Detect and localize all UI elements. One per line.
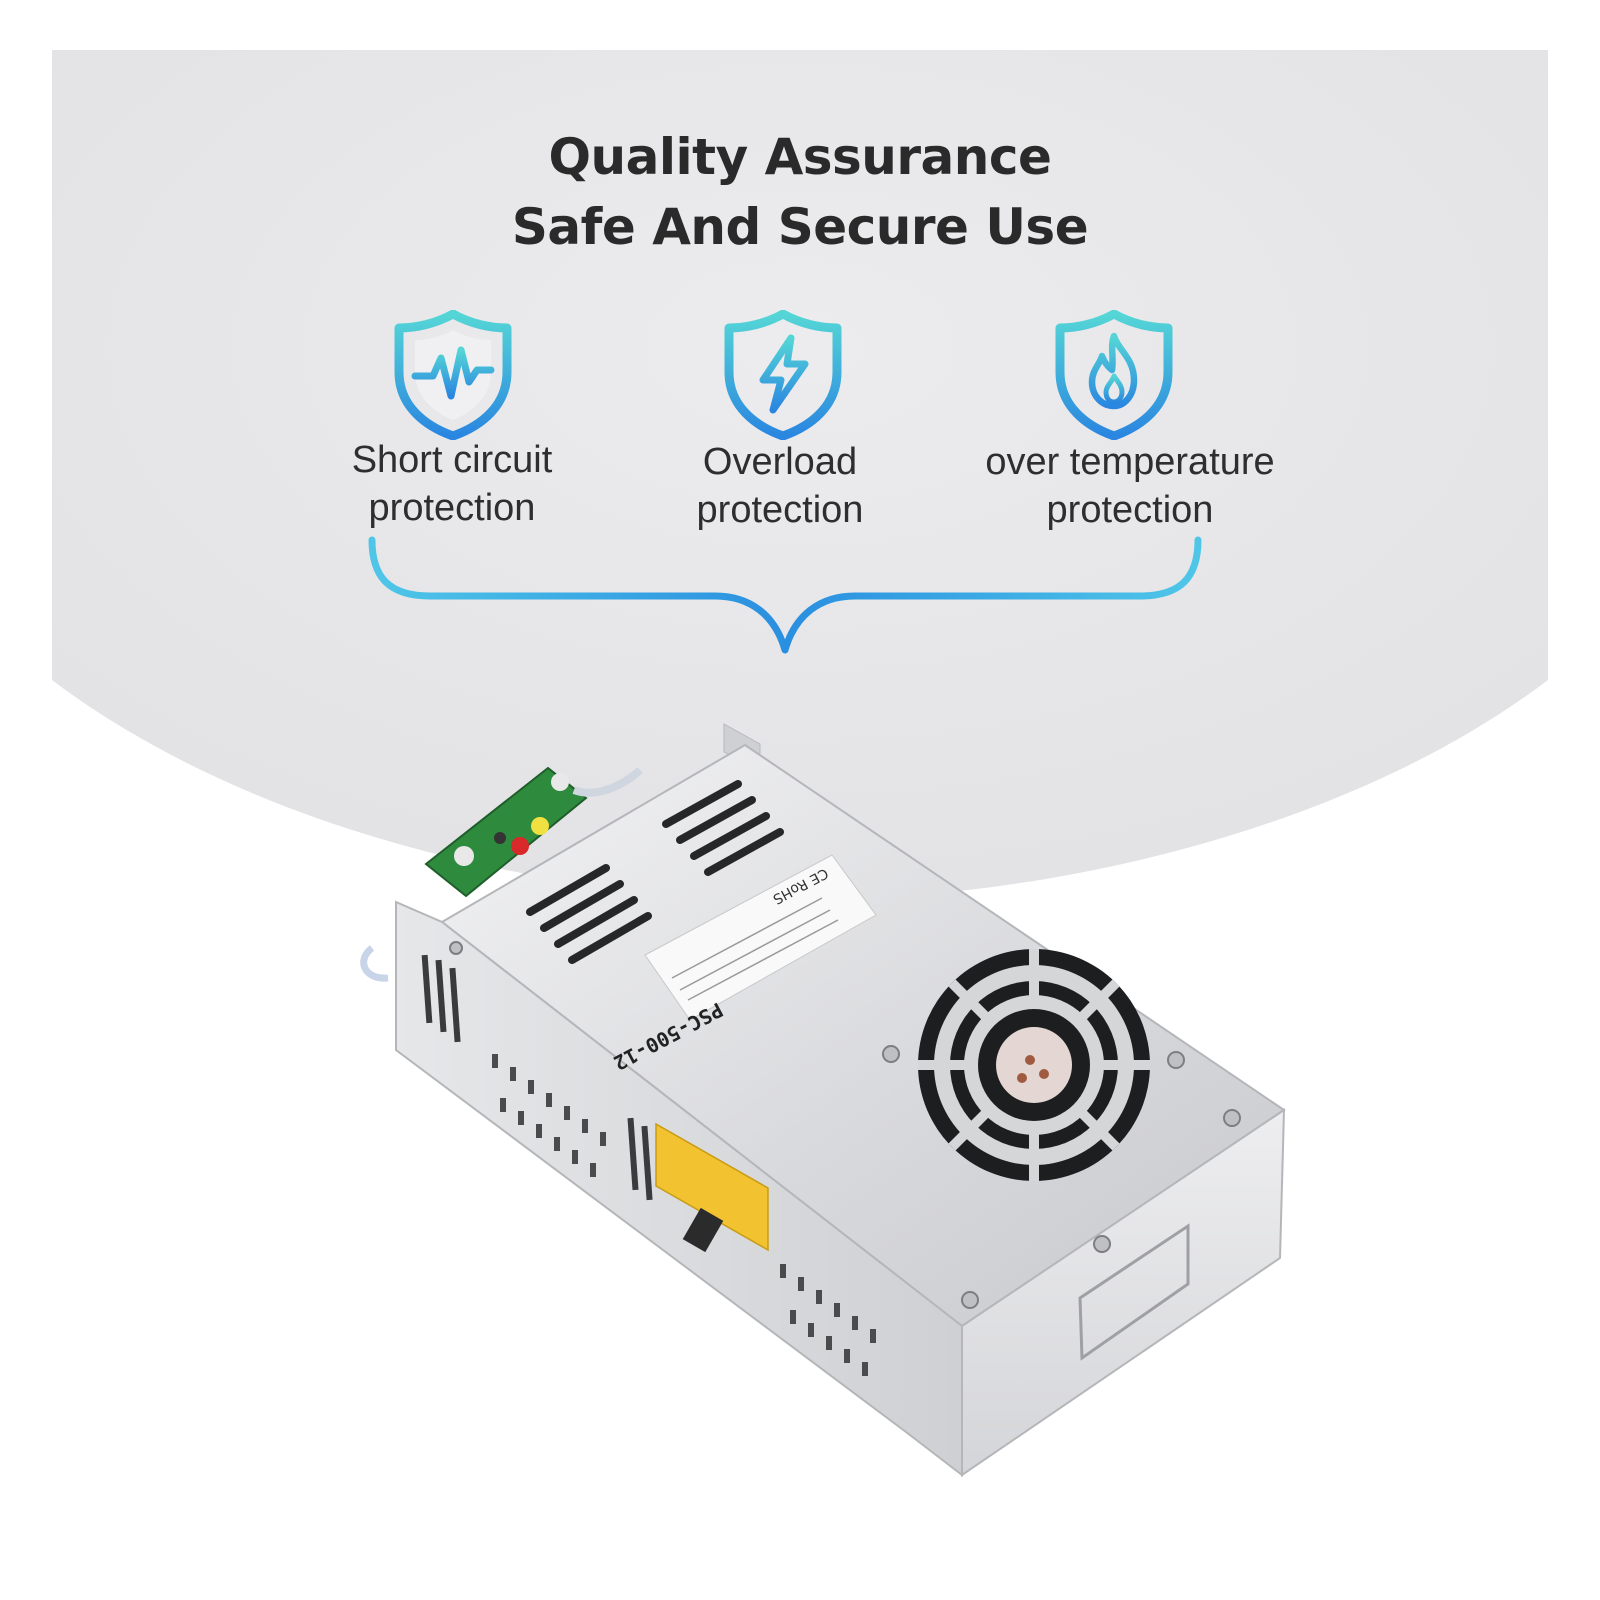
heartbeat-shield-icon	[394, 310, 512, 440]
feature-label-short-circuit: Short circuit protection	[272, 436, 632, 532]
headline-line-1: Quality Assurance	[548, 128, 1052, 186]
feature-label-overload: Overload protection	[600, 438, 960, 534]
feature-label-line-2: protection	[368, 487, 536, 529]
flame-shield-icon	[1055, 310, 1173, 440]
feature-label-line-1: over temperature	[985, 441, 1275, 483]
feature-label-line-1: Overload	[702, 441, 858, 483]
feature-label-line-2: protection	[696, 489, 864, 531]
feature-label-line-1: Short circuit	[351, 439, 553, 481]
feature-label-over-temperature: over temperature protection	[950, 438, 1310, 534]
feature-label-line-2: protection	[1046, 489, 1214, 531]
headline-line-2: Safe And Secure Use	[511, 198, 1089, 256]
fan-grille	[918, 949, 1150, 1181]
lightning-shield-icon	[724, 310, 842, 440]
